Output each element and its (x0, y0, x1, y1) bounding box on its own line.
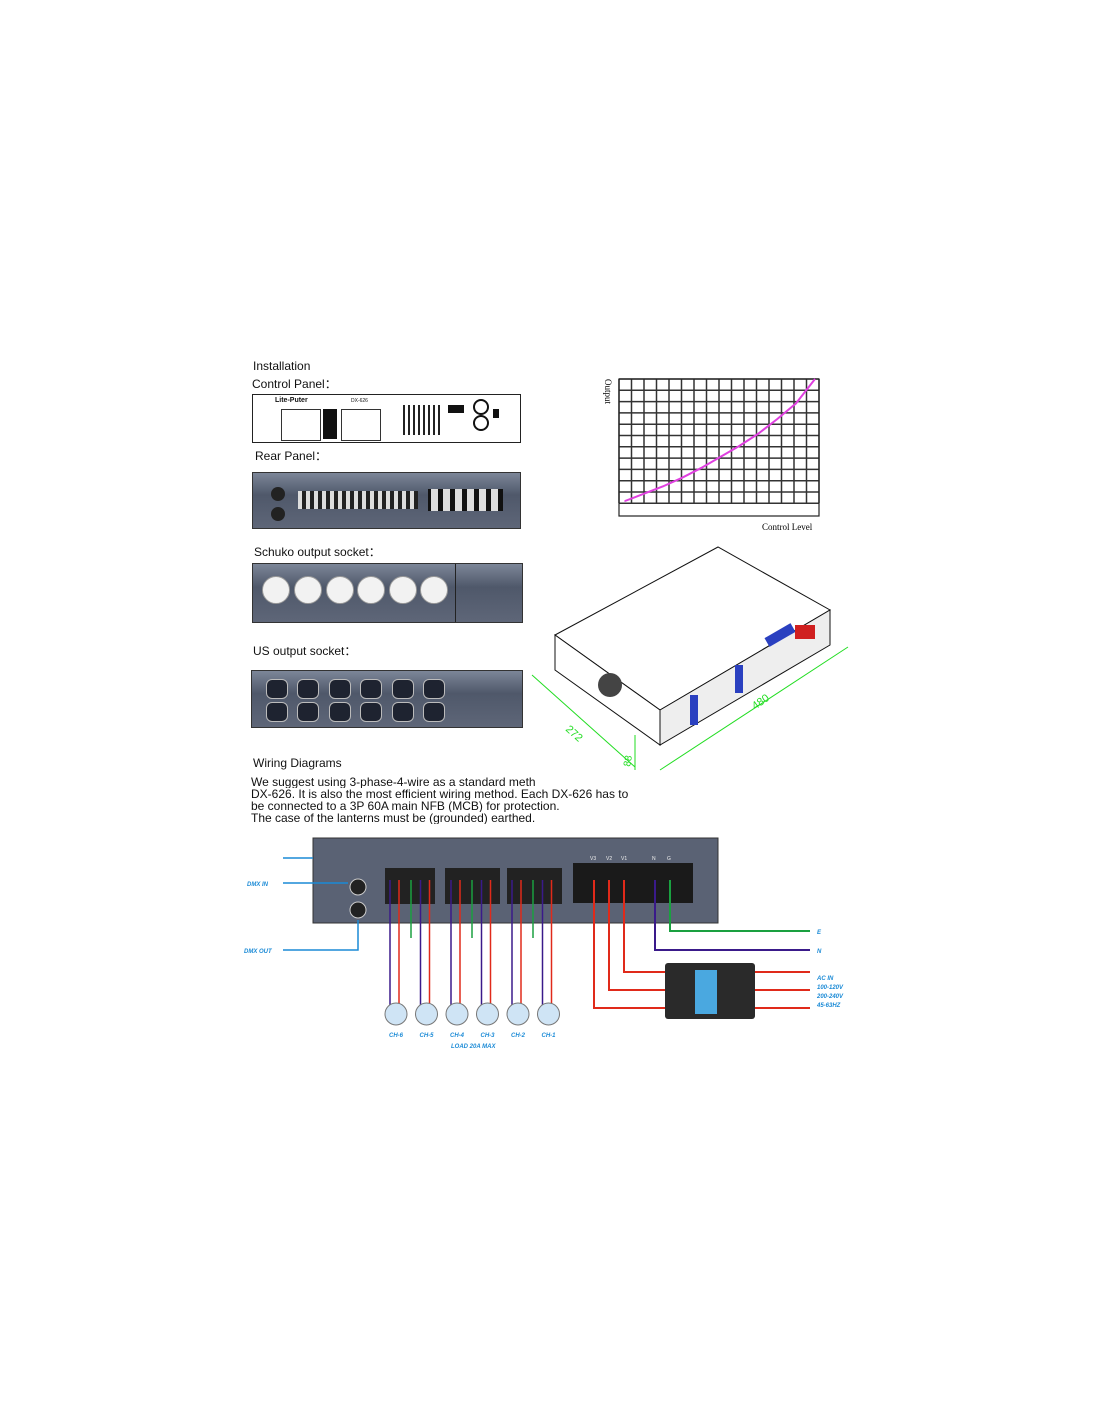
rear-panel-label: Rear Panel： (255, 449, 328, 463)
width-dimension: 272 (563, 723, 585, 744)
schuko-socket-image (252, 563, 523, 623)
dmx-in-label: DMX IN (247, 882, 269, 888)
terminal-label: V2 (606, 856, 612, 862)
paragraph-line: be connected to a 3P 60A main NFB (MCB) … (251, 800, 560, 812)
installation-heading: Installation (253, 359, 311, 373)
dimension-drawing: 272 480 88 (531, 546, 849, 771)
lantern-icon (445, 1002, 469, 1026)
channel-label: CH-6 (389, 1033, 404, 1039)
ac-frequency: 45-63HZ (816, 1003, 841, 1009)
lantern-icon (415, 1002, 438, 1026)
y-axis-label: Output (603, 379, 613, 405)
ac-voltage-high: 200-240V (816, 994, 844, 1000)
ac-voltage-low: 100-120V (817, 985, 844, 991)
brand-logo: Lite-Puter (275, 397, 308, 404)
control-panel-image: Lite-Puter DX-626 (252, 394, 521, 443)
earth-label: E (817, 930, 822, 936)
channel-label: CH-4 (450, 1033, 465, 1039)
channel-label: CH-5 (420, 1033, 435, 1039)
paragraph-line: We suggest using 3-phase-4-wire as a sta… (251, 776, 536, 788)
x-axis-label: Control Level (762, 522, 813, 532)
chart-series-line (624, 378, 816, 502)
height-dimension: 88 (622, 754, 635, 767)
dimmer-curve-chart: Output Control Level (603, 378, 820, 532)
wiring-heading: Wiring Diagrams (253, 756, 342, 770)
terminal-label: V1 (621, 856, 627, 862)
us-socket-image (251, 670, 523, 728)
lantern-icon (384, 1002, 408, 1026)
load-label: LOAD 20A MAX (451, 1044, 496, 1050)
lantern-icon (506, 1002, 530, 1026)
schuko-label: Schuko output socket： (254, 545, 381, 559)
paragraph-line: The case of the lanterns must be (ground… (251, 812, 536, 824)
neutral-label: N (817, 949, 822, 955)
chart-grid (618, 378, 820, 505)
rear-panel-image (252, 472, 521, 529)
control-panel-label: Control Panel： (252, 377, 337, 391)
channel-label: CH-3 (481, 1033, 496, 1039)
paragraph-line: DX-626. It is also the most efficient wi… (251, 788, 629, 800)
lantern-icon (476, 1002, 499, 1026)
channel-label: CH-2 (511, 1033, 526, 1039)
us-socket-label: US output socket： (253, 644, 357, 658)
model-label: DX-626 (351, 398, 368, 404)
ac-in-label: AC IN (816, 976, 834, 982)
lantern-icon (537, 1002, 560, 1026)
wiring-paragraph: We suggest using 3-phase-4-wire as a sta… (251, 776, 641, 824)
terminal-label: V3 (590, 856, 596, 862)
terminal-label: N (652, 856, 656, 862)
terminal-label: G (667, 856, 671, 862)
channel-label: CH-1 (542, 1033, 557, 1039)
dmx-out-label: DMX OUT (244, 949, 273, 955)
chart-frame (618, 378, 820, 517)
